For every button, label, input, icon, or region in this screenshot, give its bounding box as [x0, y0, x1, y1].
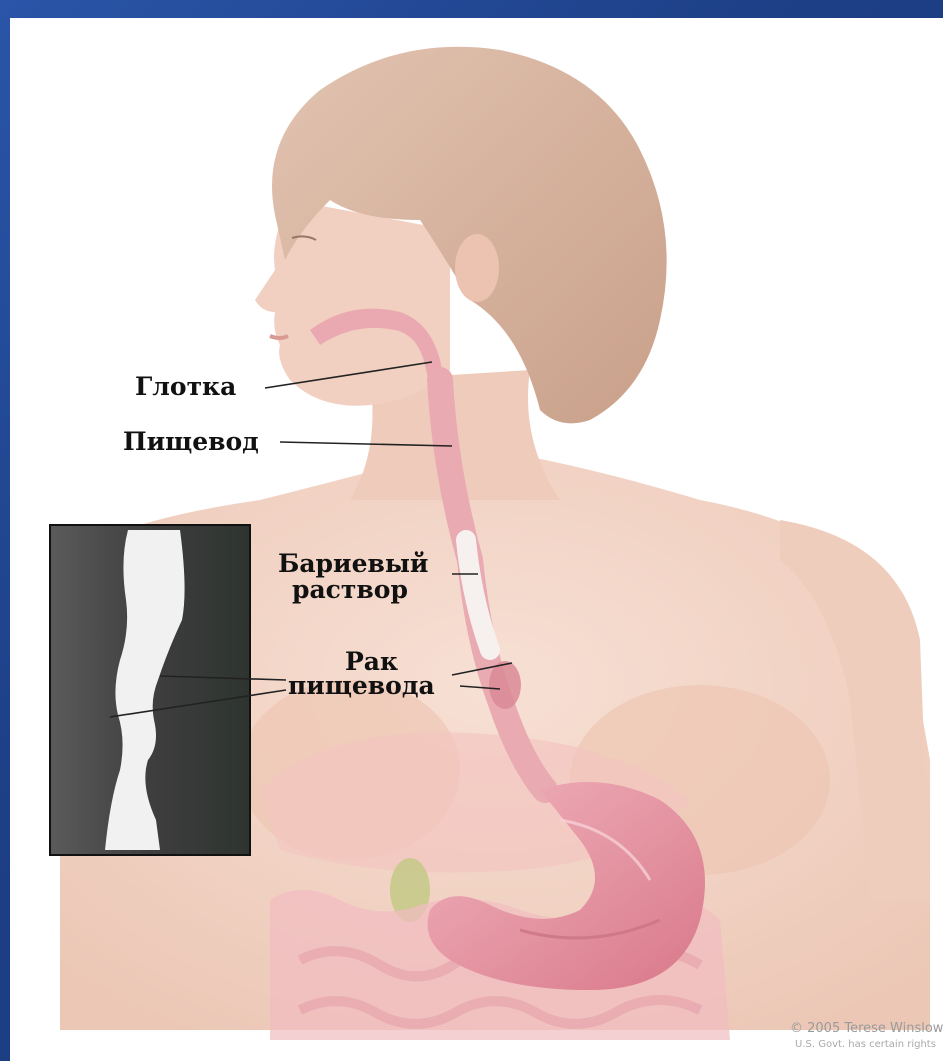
- credit-line1: © 2005 Terese Winslow: [790, 1021, 943, 1036]
- esophagus-label: Пищевод: [123, 427, 259, 456]
- cancer-label-line2: пищевода: [288, 671, 435, 700]
- credit-line2: U.S. Govt. has certain rights: [795, 1039, 936, 1050]
- xray-inset: [50, 525, 250, 855]
- lips: [270, 336, 288, 338]
- pharynx-label: Глотка: [135, 372, 236, 401]
- ear: [455, 234, 499, 302]
- tumor: [489, 661, 521, 709]
- barium-label-line1: Бариевый: [278, 549, 428, 578]
- barium-label-line2: раствор: [292, 575, 408, 604]
